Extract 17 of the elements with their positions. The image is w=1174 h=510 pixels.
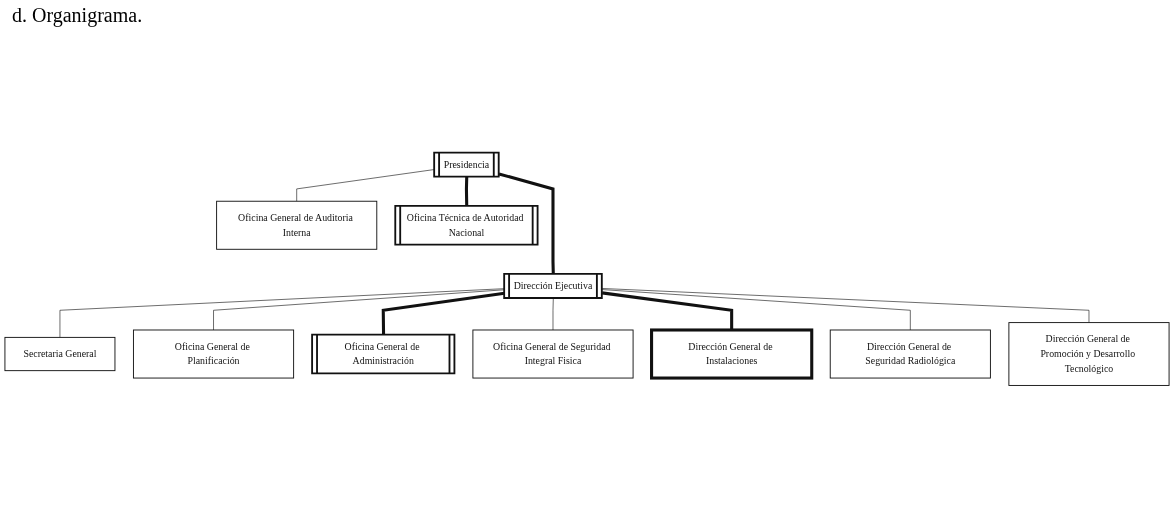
connector	[213, 289, 505, 331]
connector	[601, 288, 1090, 323]
title: d. Organigrama.	[12, 4, 144, 29]
node-box	[4, 336, 116, 372]
connector	[552, 297, 554, 331]
connector	[59, 288, 505, 338]
connector	[381, 291, 505, 335]
node-box	[650, 328, 814, 380]
node-box	[1008, 322, 1170, 386]
org-chart: Presidencia Oficina General de Auditoria Interna Oficina Técnica de Autoridad Nacional Dirección Ejecutiva Secretaria General Oficina General de Planificación Oficina General de Administración Oficina General de Seguridad Integral Fisica Dirección General de Seguridad Radiológica Dirección General de Instalaciones Dirección General de Promoción y Desarrollo Tecnológico	[0, 34, 1174, 504]
node-box	[829, 329, 991, 379]
connector	[601, 289, 911, 331]
connector	[601, 291, 734, 330]
node-box	[472, 329, 634, 379]
node-box	[133, 329, 295, 379]
connector	[296, 169, 435, 202]
node-box	[216, 200, 378, 250]
